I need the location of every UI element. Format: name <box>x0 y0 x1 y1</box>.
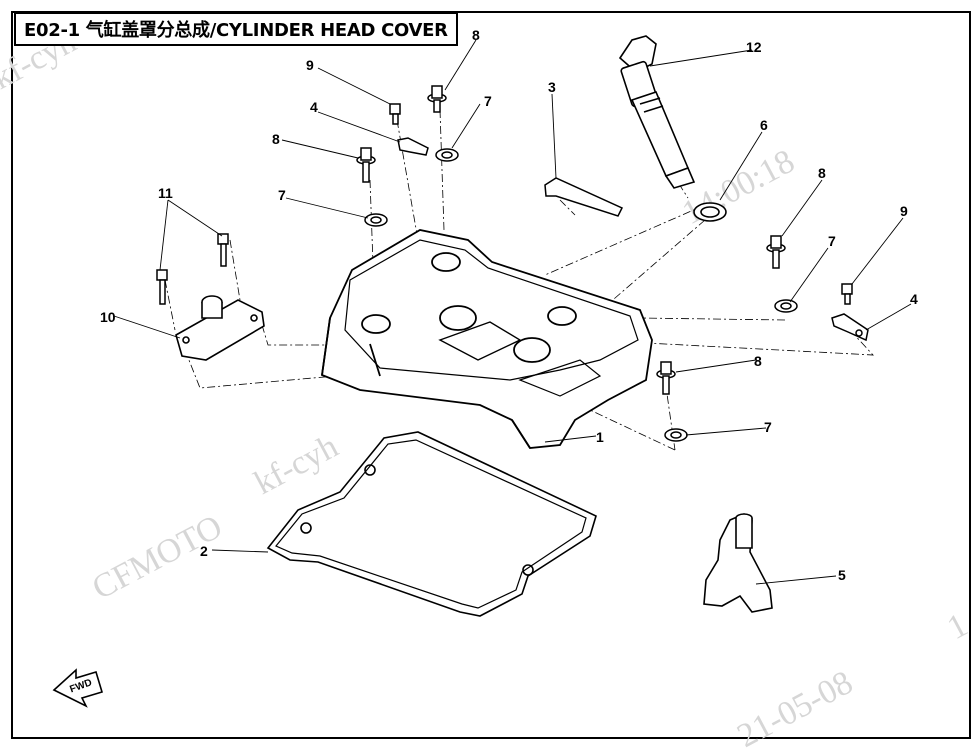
flange-bolt-8b <box>356 147 376 183</box>
watermark-user-mid: kf-cyh <box>248 428 344 502</box>
seal-washer-7b <box>364 213 388 227</box>
bolt-9-right <box>841 283 853 305</box>
watermark-date-bottom: 21-05-08 <box>731 664 858 748</box>
callout-8b: 8 <box>272 131 280 147</box>
callout-12: 12 <box>746 39 762 55</box>
diagram-border <box>11 11 971 739</box>
ignition-coil <box>618 35 696 189</box>
bolts-11 <box>156 233 229 305</box>
callout-10: 10 <box>100 309 116 325</box>
bracket-strip <box>544 177 624 217</box>
flange-bolt-8d <box>656 361 676 395</box>
callout-7c: 7 <box>828 233 836 249</box>
callout-2: 2 <box>200 543 208 559</box>
clip-bracket-top <box>397 137 429 156</box>
spark-plug-seal <box>693 202 727 222</box>
callout-9a: 9 <box>306 57 314 73</box>
callout-8d: 8 <box>754 353 762 369</box>
callout-8c: 8 <box>818 165 826 181</box>
callout-4-top: 4 <box>310 99 318 115</box>
flange-bolt-8c <box>766 235 786 269</box>
callout-1: 1 <box>596 429 604 445</box>
callout-3: 3 <box>548 79 556 95</box>
cover-gasket <box>266 431 597 617</box>
seal-washers <box>364 148 798 442</box>
bolt-9-top <box>389 103 401 125</box>
callout-4-right: 4 <box>910 291 918 307</box>
callout-7d: 7 <box>764 419 772 435</box>
cylinder-head-cover <box>321 229 653 449</box>
rocker-bracket <box>703 513 773 613</box>
callout-8a: 8 <box>472 27 480 43</box>
breather-cover <box>175 295 265 361</box>
clip-bracket-right <box>831 313 869 342</box>
flange-bolts <box>356 85 786 395</box>
callout-6: 6 <box>760 117 768 133</box>
seal-washer-7a <box>435 148 459 162</box>
seal-washer-7d <box>664 428 688 442</box>
flange-bolt-8a <box>427 85 447 113</box>
diagram-title-box: E02-1 气缸盖罩分总成/CYLINDER HEAD COVER <box>14 12 458 46</box>
seal-washer-7c <box>774 299 798 313</box>
callout-11: 11 <box>158 185 173 201</box>
callout-5: 5 <box>838 567 846 583</box>
callout-7b: 7 <box>278 187 286 203</box>
callout-9b: 9 <box>900 203 908 219</box>
watermark-time: 14:00:18 <box>676 143 800 232</box>
watermark-date-edge: 1 <box>941 606 973 647</box>
callout-numbers: 1 2 3 4 4 5 6 7 7 7 7 8 8 8 8 9 9 10 11 … <box>100 27 918 583</box>
leader-lines <box>113 39 912 585</box>
callout-7a: 7 <box>484 93 492 109</box>
diagram-title: E02-1 气缸盖罩分总成/CYLINDER HEAD COVER <box>24 20 448 41</box>
forward-arrow: FWD <box>52 668 103 708</box>
